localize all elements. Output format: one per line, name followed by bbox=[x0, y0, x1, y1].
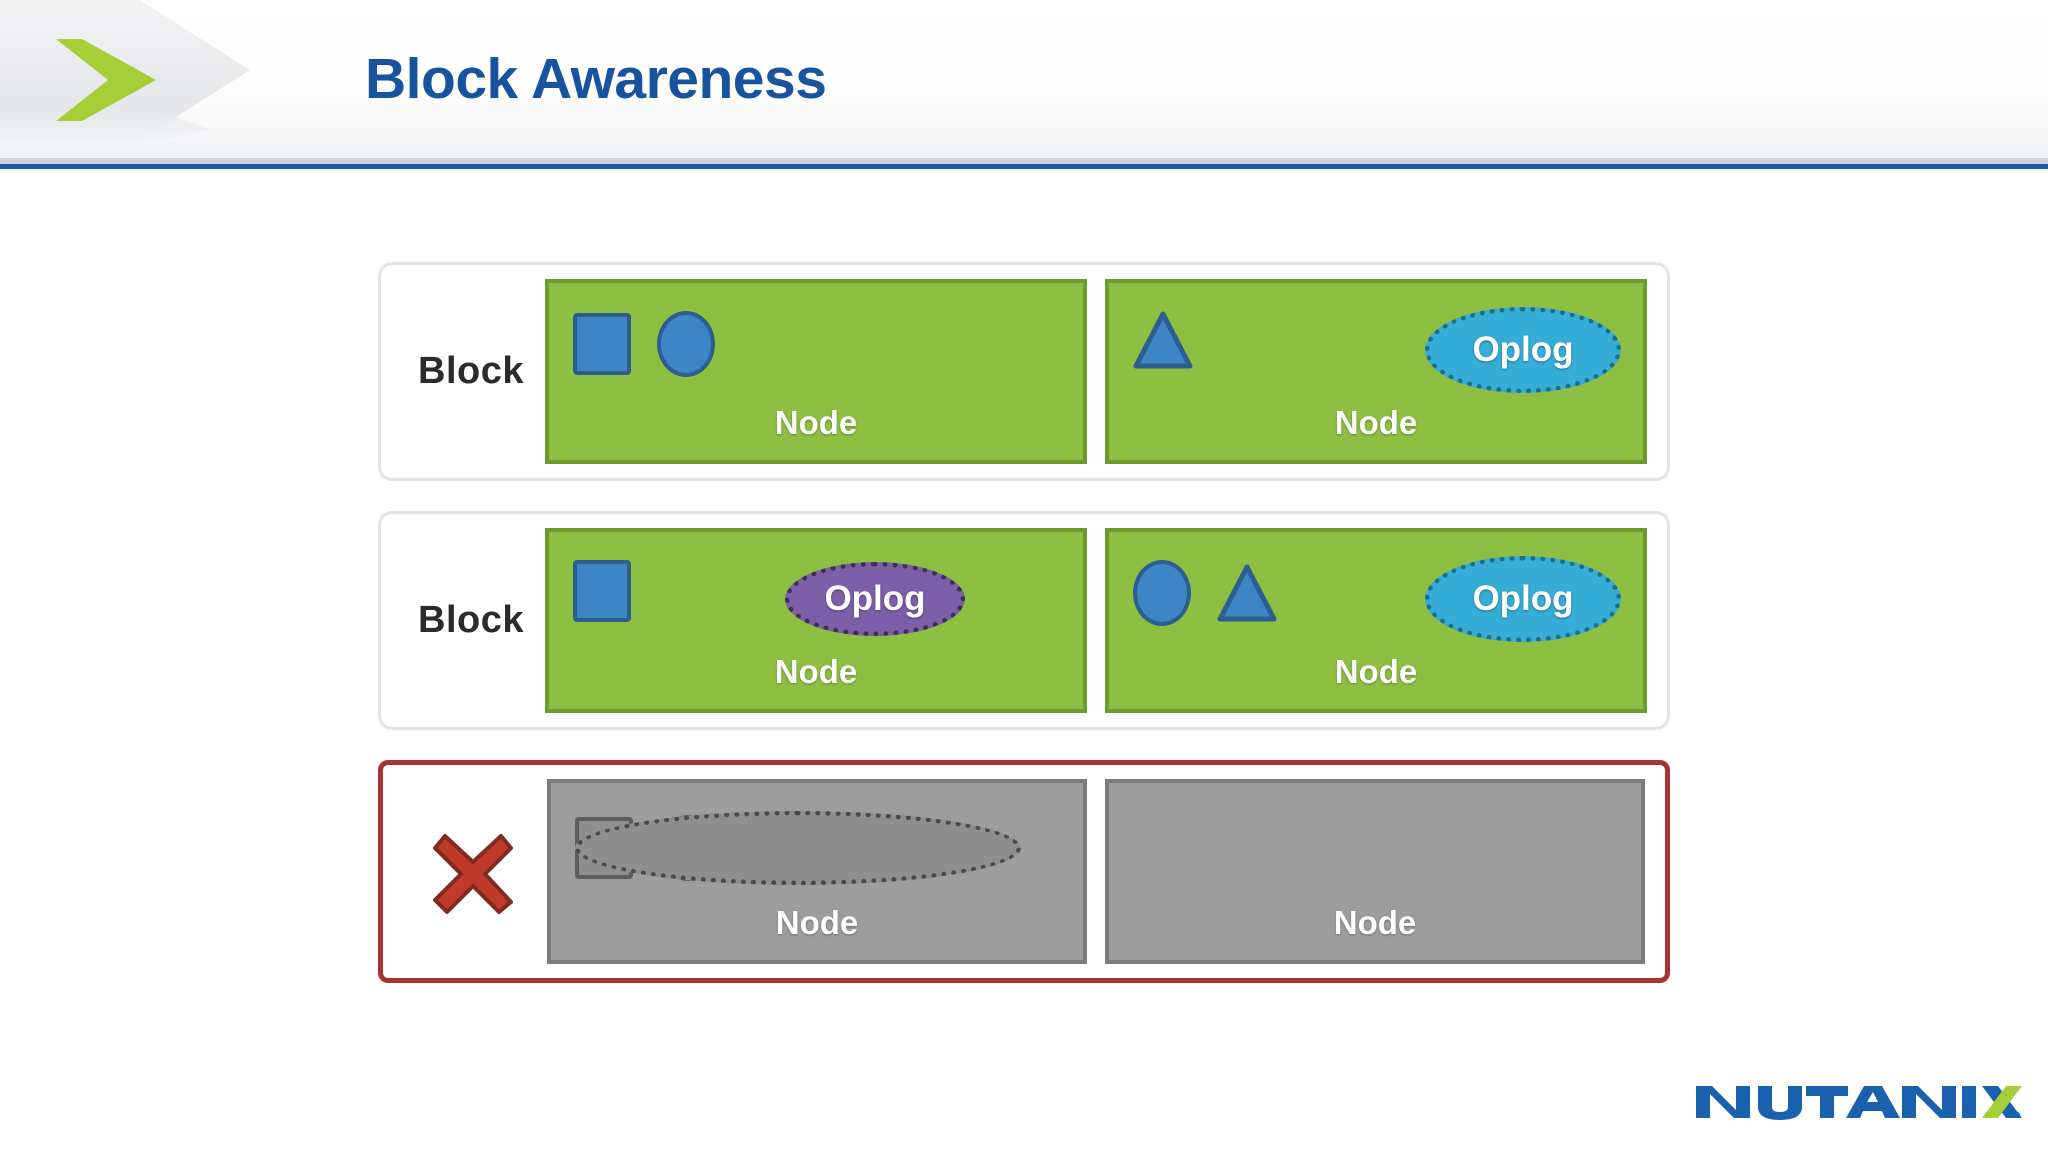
block-label-cell bbox=[399, 826, 547, 918]
node-box[interactable]: Oplog Node bbox=[1105, 279, 1647, 464]
node-label: Node bbox=[774, 404, 858, 441]
shape-group bbox=[575, 811, 1021, 885]
red-x-icon bbox=[433, 833, 513, 914]
block-label-cell: Block bbox=[397, 350, 545, 393]
oplog-ellipse bbox=[575, 811, 1021, 885]
node-label: Node bbox=[1333, 904, 1417, 941]
page-title: Block Awareness bbox=[365, 47, 827, 111]
shape-group bbox=[573, 560, 631, 622]
node-box-offline[interactable]: Node bbox=[547, 779, 1087, 964]
oplog-badge-empty bbox=[575, 811, 1021, 885]
oplog-badge[interactable]: Oplog bbox=[1425, 307, 1621, 393]
block-awareness-diagram: Block Node Oplog No bbox=[378, 262, 1678, 1013]
oplog-label: Oplog bbox=[824, 579, 926, 618]
block-label: Block bbox=[418, 350, 524, 392]
node-box[interactable]: Oplog Node bbox=[1105, 528, 1647, 713]
circle-shape-icon bbox=[657, 311, 715, 377]
square-shape-icon bbox=[573, 313, 631, 375]
oplog-ellipse bbox=[785, 562, 965, 636]
shape-group bbox=[1133, 560, 1277, 626]
nutanix-logo bbox=[1696, 1086, 2022, 1120]
node-box-offline[interactable]: Node bbox=[1105, 779, 1645, 964]
shape-group bbox=[1133, 311, 1193, 369]
node-group: Oplog Node Oplog Node bbox=[545, 528, 1647, 713]
oplog-label: Oplog bbox=[1472, 579, 1574, 618]
block-label-cell: Block bbox=[397, 599, 545, 642]
circle-shape-icon bbox=[1133, 560, 1191, 626]
oplog-label: Oplog bbox=[1472, 330, 1574, 369]
node-label: Node bbox=[1334, 404, 1418, 441]
triangle-shape-icon bbox=[1133, 311, 1193, 369]
oplog-ellipse bbox=[1425, 556, 1621, 642]
chevron-right-icon bbox=[56, 39, 156, 121]
oplog-badge[interactable]: Oplog bbox=[1425, 556, 1621, 642]
node-label: Node bbox=[774, 653, 858, 690]
node-group: Node Oplog Node bbox=[545, 279, 1647, 464]
block-row: Block Oplog Node bbox=[378, 511, 1670, 730]
node-label: Node bbox=[775, 904, 859, 941]
triangle-shape-icon bbox=[1217, 564, 1277, 622]
node-box[interactable]: Node bbox=[545, 279, 1087, 464]
header-rule-light bbox=[0, 158, 2048, 164]
block-label: Block bbox=[418, 599, 524, 641]
shape-group bbox=[573, 311, 715, 377]
block-row-failed: Node Node bbox=[378, 760, 1670, 983]
oplog-ellipse bbox=[1425, 307, 1621, 393]
node-box[interactable]: Oplog Node bbox=[545, 528, 1087, 713]
square-shape-icon bbox=[573, 560, 631, 622]
header-rule bbox=[0, 164, 2048, 169]
node-label: Node bbox=[1334, 653, 1418, 690]
slide-header: Block Awareness bbox=[0, 0, 2048, 170]
oplog-badge[interactable]: Oplog bbox=[785, 562, 965, 636]
node-group: Node Node bbox=[547, 779, 1645, 964]
block-row: Block Node Oplog No bbox=[378, 262, 1670, 481]
